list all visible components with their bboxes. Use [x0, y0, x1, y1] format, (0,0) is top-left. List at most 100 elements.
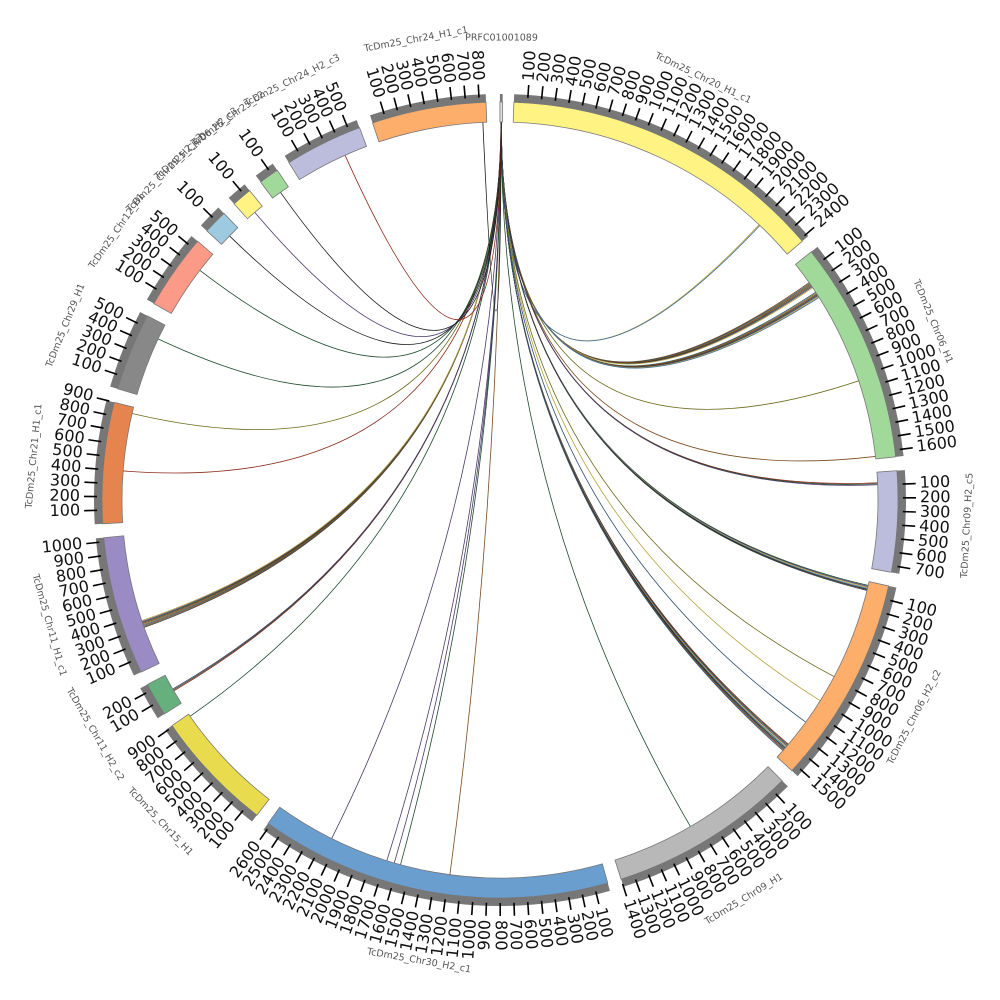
link-bundle[interactable] [229, 122, 502, 345]
link[interactable] [500, 122, 821, 702]
link[interactable] [500, 122, 789, 746]
chromosome-segment[interactable] [157, 713, 270, 822]
link-bundle[interactable] [482, 122, 502, 312]
link[interactable] [500, 122, 787, 747]
link[interactable] [501, 122, 784, 751]
chromosome-band[interactable] [206, 212, 239, 245]
link-bundle[interactable] [344, 122, 502, 320]
chromosome-segment[interactable] [134, 674, 182, 719]
link[interactable] [500, 122, 761, 342]
chromosome-band[interactable] [233, 190, 263, 220]
link[interactable] [172, 122, 502, 690]
chromosome-band[interactable] [153, 240, 214, 314]
chromosome-band[interactable] [871, 470, 899, 573]
link[interactable] [500, 122, 760, 341]
link[interactable] [482, 122, 502, 312]
chromosome-segment[interactable] [776, 581, 904, 779]
chromosome-segment[interactable] [794, 246, 913, 460]
chromosome-band[interactable] [499, 101, 504, 123]
link[interactable] [386, 122, 502, 861]
link-bundle[interactable] [280, 122, 502, 331]
chromosome-segment[interactable] [512, 84, 815, 255]
link[interactable] [500, 122, 691, 827]
chromosome-segment[interactable] [614, 766, 788, 897]
link[interactable] [254, 122, 502, 338]
chromosome-band[interactable] [117, 315, 166, 395]
chromosome-band[interactable] [103, 535, 160, 673]
link[interactable] [500, 122, 868, 591]
link[interactable] [173, 122, 502, 692]
chromosome-segment[interactable] [104, 312, 166, 395]
link[interactable] [172, 122, 502, 691]
link[interactable] [500, 122, 835, 677]
tick-mark [96, 397, 110, 402]
chromosome-segment[interactable] [86, 535, 160, 676]
chromosome-band[interactable] [171, 713, 270, 816]
chromosome-band[interactable] [512, 101, 803, 255]
link[interactable] [500, 122, 786, 749]
link-bundle[interactable] [500, 122, 691, 827]
link-bundle[interactable] [449, 122, 502, 875]
link[interactable] [280, 122, 502, 331]
chromosome-segment[interactable] [228, 180, 263, 220]
link-bundle[interactable] [500, 122, 878, 486]
link[interactable] [500, 122, 788, 747]
chromosome-segment[interactable] [871, 470, 916, 574]
chromosome-band[interactable] [260, 169, 289, 199]
link-bundle[interactable] [500, 122, 821, 702]
link-bundle[interactable] [172, 122, 502, 692]
link[interactable] [199, 122, 502, 358]
link-bundle[interactable] [400, 122, 502, 865]
chromosome-band[interactable] [372, 101, 488, 143]
link-bundle[interactable] [500, 122, 869, 591]
chromosome-band[interactable] [267, 806, 609, 899]
tick-mark [160, 258, 173, 267]
chromosome-band[interactable] [288, 127, 368, 181]
link[interactable] [400, 122, 502, 865]
link-bundle[interactable] [157, 122, 502, 388]
link[interactable] [500, 122, 785, 750]
tick-mark [118, 660, 132, 668]
link-bundle[interactable] [500, 122, 835, 677]
link[interactable] [344, 122, 502, 320]
tick-label: 500 [422, 53, 445, 86]
tick-label: 300 [920, 502, 951, 522]
link[interactable] [500, 122, 784, 751]
chromosome-segment[interactable] [499, 94, 504, 123]
chromosome-band[interactable] [146, 674, 182, 715]
chromosome-segment[interactable] [84, 397, 135, 525]
scale-band [200, 207, 224, 231]
link[interactable] [449, 122, 502, 875]
chromosome-segment[interactable] [255, 158, 289, 199]
chromosome-segment[interactable] [259, 806, 610, 917]
chromosome-segment[interactable] [284, 114, 368, 181]
chromosome-segment[interactable] [370, 84, 488, 143]
tick-label: 500 [917, 530, 949, 552]
link[interactable] [157, 122, 502, 388]
link-bundle[interactable] [254, 122, 502, 338]
link-bundle[interactable] [386, 122, 502, 861]
link-bundle[interactable] [500, 122, 761, 342]
chromosome-band[interactable] [776, 581, 890, 772]
tick-mark [152, 269, 165, 279]
tick-mark [320, 863, 328, 876]
link[interactable] [331, 122, 502, 839]
scale-band [255, 163, 278, 183]
link-bundle[interactable] [199, 122, 502, 358]
chromosome-band[interactable] [614, 766, 783, 880]
tick-mark [685, 130, 693, 143]
link-bundle[interactable] [331, 122, 502, 839]
chromosome-segment[interactable] [145, 235, 214, 314]
link-bundle[interactable] [393, 122, 502, 864]
tick-mark [743, 820, 753, 832]
chromosome-segment[interactable] [200, 207, 239, 245]
tick-mark [890, 599, 904, 605]
link[interactable] [500, 122, 789, 745]
chromosome-band[interactable] [794, 251, 897, 460]
link[interactable] [393, 122, 502, 864]
chromosome-band[interactable] [101, 401, 135, 525]
link[interactable] [500, 122, 878, 486]
link[interactable] [229, 122, 502, 345]
link[interactable] [500, 122, 787, 748]
link-bundle[interactable] [500, 122, 789, 751]
